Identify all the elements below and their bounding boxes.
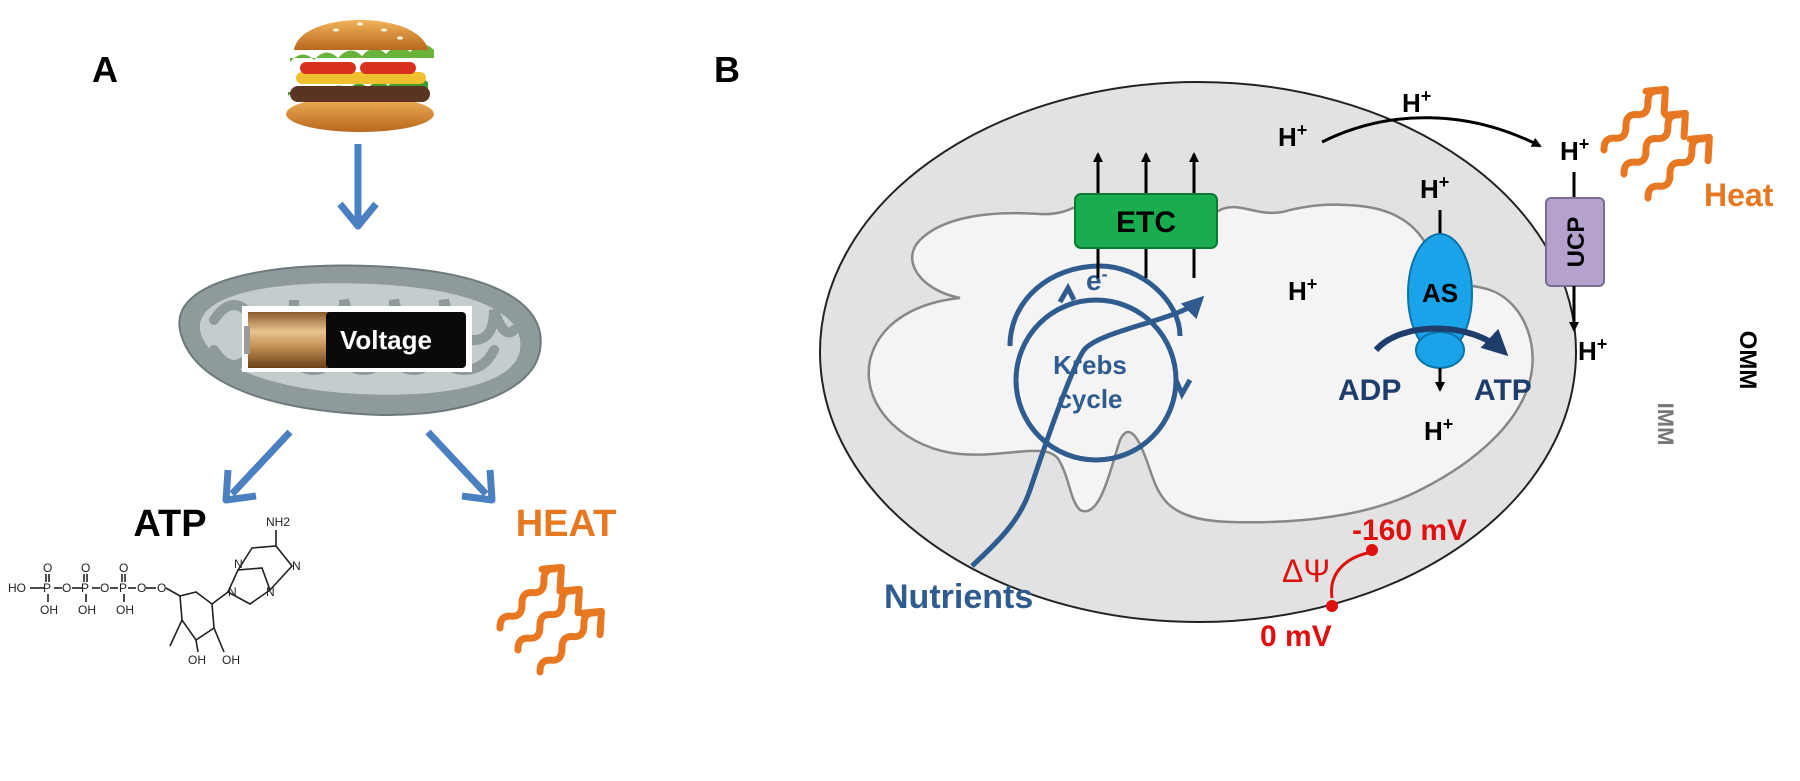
heat-label-a: HEAT — [516, 503, 617, 545]
potential-high-label: -160 mV — [1352, 514, 1467, 547]
atp-n1-label: N — [228, 585, 237, 599]
atp-p2-label: P — [81, 581, 89, 595]
nutrients-label: Nutrients — [884, 578, 1033, 616]
atp-oh3-label: OH — [116, 603, 134, 617]
proton-label-etc-top: H+ — [1278, 120, 1307, 152]
adp-label: ADP — [1338, 374, 1401, 407]
battery-icon — [242, 306, 472, 372]
inner-mitochondrial-membrane — [867, 198, 1534, 524]
atp-n2-label: N — [234, 557, 243, 571]
atp-o1-label: O — [62, 581, 71, 595]
atp-oh4-label: OH — [188, 653, 206, 667]
etc-complex — [1074, 152, 1218, 278]
atp-p3-label: P — [119, 581, 127, 595]
atp-molecule-diagram — [30, 530, 294, 653]
proton-transfer-arrow — [1321, 116, 1542, 148]
membrane-potential-indicator — [1326, 544, 1378, 612]
atp-n4-label: N — [266, 585, 275, 599]
atp-oh1-label: OH — [40, 603, 58, 617]
arrow-to-atp — [222, 429, 293, 504]
etc-label: ETC — [1116, 206, 1176, 239]
as-label: AS — [1422, 278, 1458, 308]
burger-icon — [286, 20, 434, 132]
atp-o4-label: O — [157, 581, 166, 595]
potential-low-label: 0 mV — [1260, 620, 1332, 653]
proton-label-etc-bottom: H+ — [1288, 274, 1317, 306]
delta-psi-label: ΔΨ — [1282, 553, 1330, 589]
uncoupling-protein — [1545, 172, 1605, 332]
heat-waves-icon-b — [1592, 81, 1720, 206]
proton-label-arrow-top: H+ — [1402, 86, 1431, 118]
krebs-label-line2: cycle — [1057, 384, 1122, 414]
atp-nh2-label: NH2 — [266, 515, 290, 529]
atp-p1-label: P — [43, 581, 51, 595]
atp-ho-label: HO — [8, 581, 26, 595]
atp-o5-label: O — [43, 561, 52, 575]
atp-label-b: ATP — [1474, 374, 1532, 407]
panel-a-label: A — [92, 49, 118, 90]
arrow-burger-to-mitochondrion — [337, 144, 379, 230]
atp-o2-label: O — [100, 581, 109, 595]
arrow-to-heat — [425, 429, 496, 504]
imm-label: IMM — [1653, 403, 1678, 446]
proton-label-ucp-top: H+ — [1560, 134, 1589, 166]
panel-b-label: B — [714, 49, 740, 90]
atp-n3-label: N — [292, 559, 301, 573]
battery-voltage-label: Voltage — [340, 325, 432, 355]
krebs-label-line1: Krebs — [1053, 350, 1127, 380]
atp-label-a: ATP — [133, 503, 206, 545]
omm-label: OMM — [1734, 331, 1761, 390]
atp-oh5-label: OH — [222, 653, 240, 667]
atp-oh2-label: OH — [78, 603, 96, 617]
heat-waves-icon-a — [488, 559, 612, 680]
proton-label-as-top: H+ — [1420, 172, 1449, 204]
proton-label-ucp-bottom: H+ — [1578, 334, 1607, 366]
proton-label-as-bottom: H+ — [1424, 414, 1453, 446]
krebs-cycle-loop — [970, 263, 1205, 568]
atp-o3-label: O — [137, 581, 146, 595]
atp-o7-label: O — [119, 561, 128, 575]
ucp-label: UCP — [1563, 217, 1590, 268]
atp-synthase — [1373, 210, 1509, 392]
atp-o6-label: O — [81, 561, 90, 575]
heat-label-b: Heat — [1704, 177, 1774, 213]
